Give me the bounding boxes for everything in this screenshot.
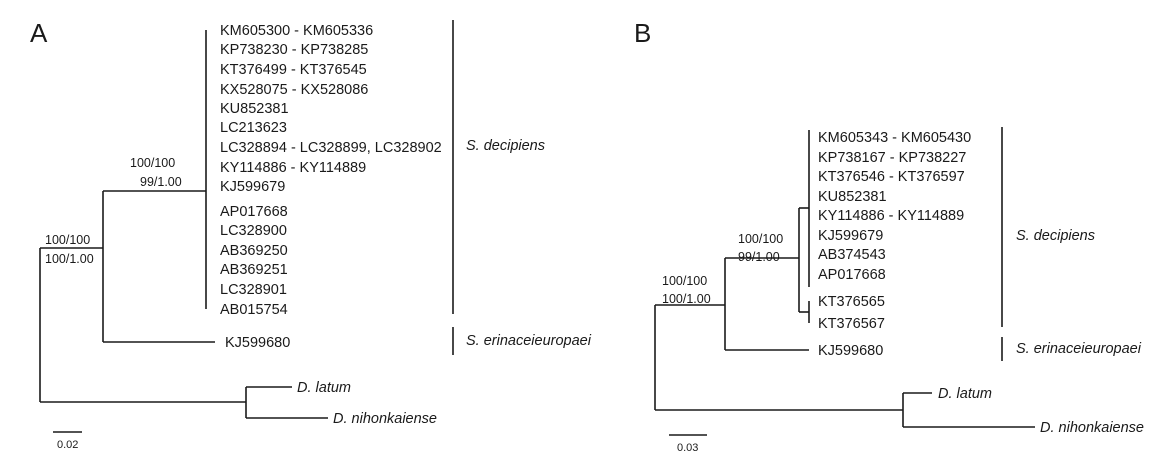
- panel-a-scale-label: 0.02: [57, 439, 78, 451]
- panel-a-tip-13: LC328901: [220, 282, 287, 298]
- panel-b-tip-3: KU852381: [818, 189, 887, 205]
- panel-b-sister-tip: KJ599680: [818, 343, 883, 359]
- panel-a-tip-4: KU852381: [220, 101, 289, 117]
- panel-b-inner-support-line2: 99/1.00: [738, 250, 780, 264]
- panel-a-root-support-line1: 100/100: [45, 233, 90, 247]
- panel-b-tip-9: KT376567: [818, 316, 885, 332]
- panel-a-label: A: [30, 18, 48, 48]
- panel-a-sister-clade-label: S. erinaceieuropaei: [466, 333, 592, 349]
- panel-b-decipiens-clade-label: S. decipiens: [1016, 228, 1095, 244]
- panel-b-inner-support-line1: 100/100: [738, 232, 783, 246]
- panel-b-tip-0: KM605343 - KM605430: [818, 130, 971, 146]
- panel-a-branches: [39, 30, 328, 419]
- panel-a-tip-6: LC328894 - LC328899, LC328902: [220, 140, 442, 156]
- panel-b-tip-7: AP017668: [818, 267, 886, 283]
- panel-b-tip-5: KJ599679: [818, 228, 883, 244]
- panel-b-root-support-line2: 100/1.00: [662, 292, 711, 306]
- panel-a-tip-7: KY114886 - KY114889: [220, 160, 366, 176]
- panel-a-tip-1: KP738230 - KP738285: [220, 42, 368, 58]
- panel-a-outgroup-1-label: D. latum: [297, 380, 351, 396]
- panel-a-tip-3: KX528075 - KX528086: [220, 82, 368, 98]
- panel-b-label: B: [634, 18, 651, 48]
- panel-a-tip-14: AB015754: [220, 302, 288, 318]
- panel-a-tip-5: LC213623: [220, 120, 287, 136]
- panel-a-inner-support-line1: 100/100: [130, 156, 175, 170]
- panel-a-tip-9: AP017668: [220, 204, 288, 220]
- panel-a-tip-labels: KM605300 - KM605336 KP738230 - KP738285 …: [220, 23, 442, 318]
- panel-b-scale-label: 0.03: [677, 442, 698, 454]
- panel-b-tip-1: KP738167 - KP738227: [818, 150, 966, 166]
- panel-a-tip-10: LC328900: [220, 223, 287, 239]
- panel-a-tip-8: KJ599679: [220, 179, 285, 195]
- panel-a-decipiens-clade-label: S. decipiens: [466, 138, 545, 154]
- panel-b-tip-2: KT376546 - KT376597: [818, 169, 965, 185]
- panel-b-tip-4: KY114886 - KY114889: [818, 208, 964, 224]
- panel-b-branches: [654, 130, 1035, 428]
- panel-b-sister-clade-label: S. erinaceieuropaei: [1016, 341, 1142, 357]
- panel-b-outgroup-1-label: D. latum: [938, 386, 992, 402]
- panel-a-root-support-line2: 100/1.00: [45, 252, 94, 266]
- panel-b-root-support-line1: 100/100: [662, 274, 707, 288]
- panel-a-outgroup-2-label: D. nihonkaiense: [333, 411, 437, 427]
- panel-b: B KM605343 - KM605430 KP738167 - KP73822…: [634, 18, 1144, 454]
- panel-b-tip-labels: KM605343 - KM605430 KP738167 - KP738227 …: [818, 130, 971, 332]
- panel-a-tip-0: KM605300 - KM605336: [220, 23, 373, 39]
- panel-b-outgroup-2-label: D. nihonkaiense: [1040, 420, 1144, 436]
- panel-b-tip-6: AB374543: [818, 247, 886, 263]
- panel-a-tip-2: KT376499 - KT376545: [220, 62, 367, 78]
- panel-a-sister-tip: KJ599680: [225, 335, 290, 351]
- panel-a-inner-support-line2: 99/1.00: [140, 175, 182, 189]
- panel-a-tip-12: AB369251: [220, 262, 288, 278]
- panel-a: A KM605300 - KM605336 KP738230 - KP73828…: [30, 18, 592, 451]
- panel-b-tip-8: KT376565: [818, 294, 885, 310]
- panel-a-tip-11: AB369250: [220, 243, 288, 259]
